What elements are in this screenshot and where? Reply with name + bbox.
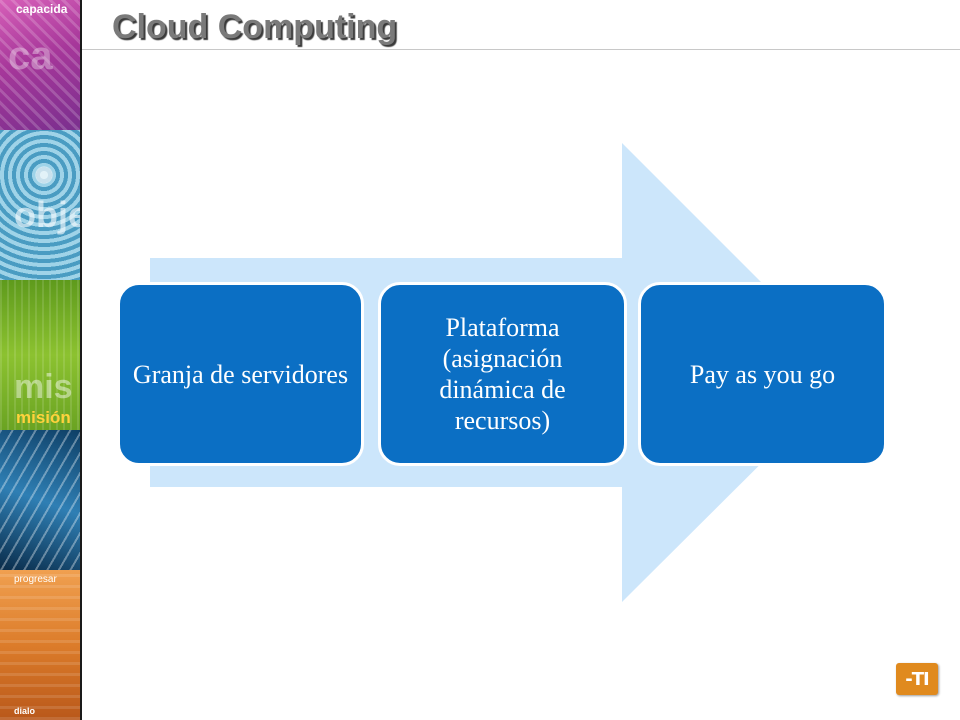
process-step-2: Plataforma (asignación dinámica de recur… xyxy=(378,282,627,466)
title-underline xyxy=(82,49,960,50)
side-image-mision: mis misión xyxy=(0,280,80,430)
side-image-progresar: progresar dialo xyxy=(0,570,80,720)
slide-title: Cloud Computing xyxy=(112,8,398,46)
side-word-3: misión xyxy=(16,408,71,427)
side-word-3-large: mis xyxy=(14,368,73,406)
side-divider xyxy=(80,0,82,720)
side-word-1: capacida xyxy=(16,2,68,16)
process-step-1-label: Granja de servidores xyxy=(132,359,349,389)
side-word-5: dialo xyxy=(14,706,36,716)
side-word-1-large: ca xyxy=(8,34,53,78)
decorative-side-strip: capacida ca objet mis misión progresar d… xyxy=(0,0,80,720)
company-logo-icon: -ТI xyxy=(896,663,938,695)
side-word-2: objet xyxy=(14,194,80,235)
process-step-2-label: Plataforma (asignación dinámica de recur… xyxy=(439,313,566,435)
process-step-1: Granja de servidores xyxy=(117,282,364,466)
side-image-capacidad: capacida ca xyxy=(0,0,80,130)
company-logo-text: -ТI xyxy=(905,668,929,690)
side-image-fibers xyxy=(0,430,80,570)
side-word-4: progresar xyxy=(14,574,57,585)
process-step-3: Pay as you go xyxy=(638,282,887,466)
side-image-objetivos: objet xyxy=(0,130,80,280)
process-step-3-label: Pay as you go xyxy=(689,359,836,389)
